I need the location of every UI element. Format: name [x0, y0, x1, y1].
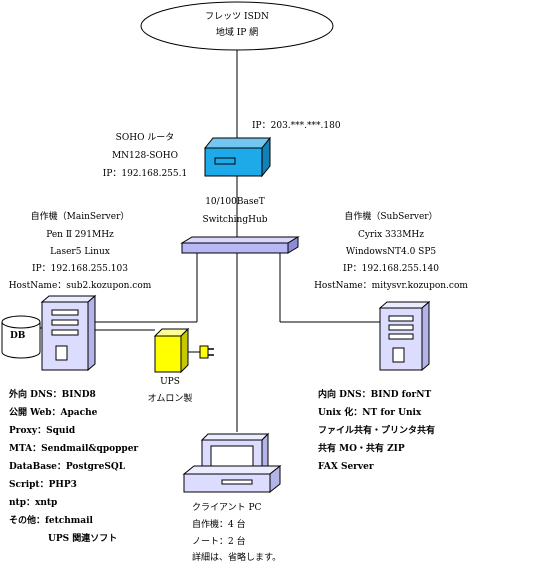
main-server-ip: IP：192.168.255.103	[32, 264, 128, 274]
main-server-cpu: Pen Ⅱ 291MHz	[46, 230, 114, 240]
main-service-script: Script：PHP3	[9, 480, 77, 490]
sub-service-dns: 内向 DNS：BIND forNT	[318, 390, 432, 400]
router-wan-ip: IP：203.***.***.180	[252, 121, 341, 131]
sub-service-mo-zip: 共有 MO・共有 ZIP	[318, 444, 405, 454]
internet-label-line1: フレッツ ISDN	[205, 12, 269, 22]
sub-server-cpu: Cyrix 333MHz	[357, 230, 425, 240]
ups-label: UPS	[160, 377, 180, 387]
client-note: 詳細は、省略します。	[192, 553, 282, 563]
sub-server-os: WindowsNT4.0 SP5	[345, 247, 437, 257]
database-icon	[1, 315, 41, 359]
main-server-icon	[40, 294, 97, 372]
sub-server-hostname: HostName：mitysvr.kozupon.com	[314, 281, 468, 291]
hub-label-line1: 10/100BaseT	[205, 197, 265, 207]
router-lan-ip: IP：192.168.255.1	[102, 169, 188, 179]
client-pc-icon	[182, 432, 282, 494]
client-desktop-count: 自作機：4 台	[192, 520, 246, 530]
main-service-database: DataBase：PostgreSQL	[9, 462, 126, 472]
main-server-os: Laser5 Linux	[50, 247, 110, 257]
main-service-web: 公開 Web：Apache	[9, 408, 98, 418]
main-service-other: その他：fetchmail	[9, 516, 93, 526]
sub-service-share: ファイル共有・プリンタ共有	[318, 426, 436, 436]
ups-icon	[153, 327, 190, 374]
main-service-dns: 外向 DNS：BIND8	[9, 390, 96, 400]
client-title: クライアント PC	[192, 503, 262, 513]
main-server-title: 自作機（MainServer）	[30, 212, 130, 222]
main-service-ntp: ntp：xntp	[9, 498, 58, 508]
main-service-mta: MTA：Sendmail&qpopper	[9, 444, 139, 454]
internet-label-line2: 地域 IP 網	[215, 28, 259, 38]
switching-hub-icon	[180, 236, 300, 254]
ups-maker: オムロン製	[147, 394, 193, 404]
db-label: DB	[10, 331, 26, 341]
router-name: SOHO ルータ	[115, 133, 175, 143]
sub-server-icon	[378, 300, 431, 372]
internet-cloud	[140, 1, 334, 51]
hub-label-line2: SwitchingHub	[202, 215, 268, 225]
sub-service-unix: Unix 化：NT for Unix	[318, 408, 422, 418]
sub-server-title: 自作機（SubServer）	[344, 212, 438, 222]
router-icon	[203, 136, 272, 178]
main-service-proxy: Proxy：Squid	[9, 426, 76, 436]
sub-server-ip: IP：192.168.255.140	[343, 264, 439, 274]
sub-service-fax: FAX Server	[318, 462, 374, 472]
power-plug-icon	[188, 345, 214, 359]
main-server-hostname: HostName：sub2.kozupon.com	[8, 281, 152, 291]
client-notebook-count: ノート：2 台	[192, 537, 246, 547]
main-service-ups: UPS 関連ソフト	[48, 534, 118, 544]
router-model: MN128-SOHO	[111, 151, 179, 161]
